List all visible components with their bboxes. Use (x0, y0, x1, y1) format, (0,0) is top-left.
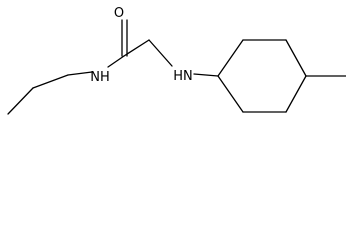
bond-amine-n-ring (193, 73, 219, 77)
atom-labels: O NH HN (90, 6, 193, 85)
bond-ring-3 (285, 39, 307, 77)
structure-diagram: O NH HN (7, 6, 346, 115)
bond-propyl-c1-n (67, 71, 93, 76)
bond-propyl-c3-c2 (7, 87, 34, 115)
bonds (7, 19, 346, 115)
amide-nitrogen-label: NH (90, 70, 110, 85)
bond-ring-6 (217, 75, 244, 113)
amine-nitrogen-label: HN (173, 69, 193, 84)
bond-ring-4 (285, 75, 307, 113)
bond-carbonyl-ch2 (123, 39, 150, 57)
bond-ch2-amine-n (148, 39, 173, 67)
bond-propyl-c2-c1 (32, 74, 69, 89)
oxygen-label: O (114, 6, 124, 21)
bond-ring-1 (217, 39, 244, 77)
bond-n-carbonyl-c (107, 55, 125, 68)
